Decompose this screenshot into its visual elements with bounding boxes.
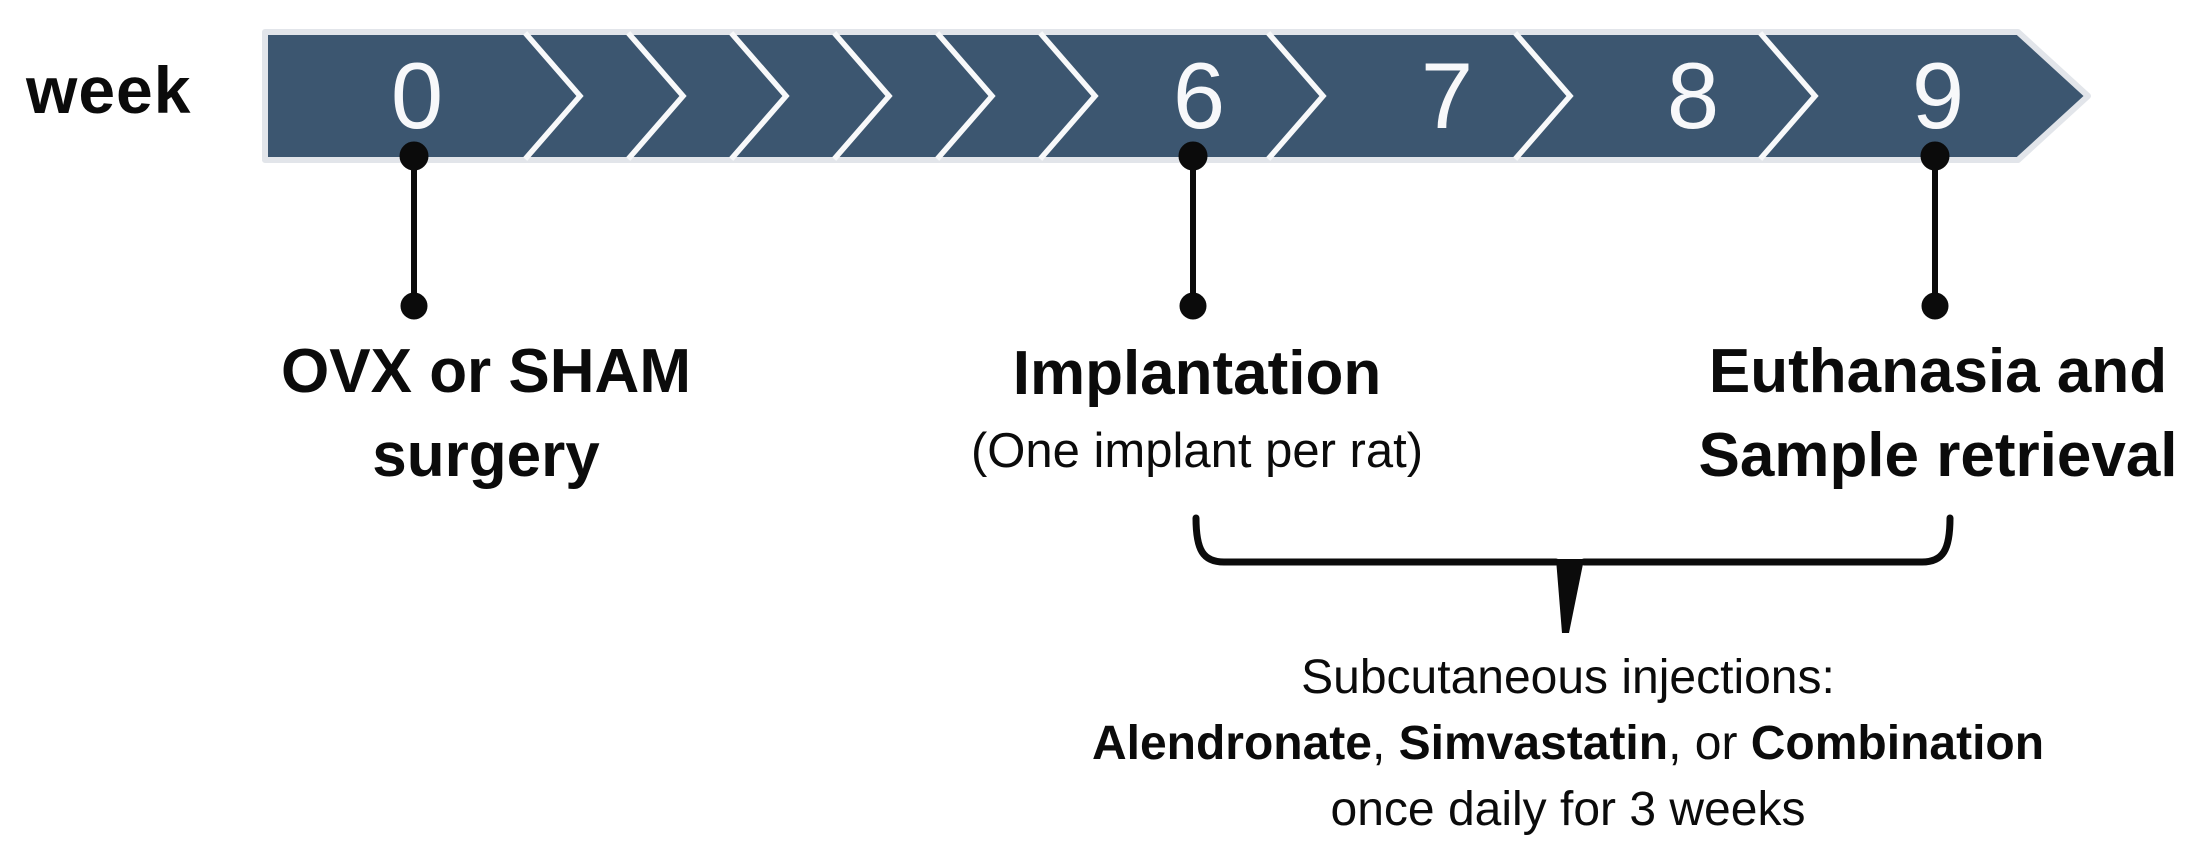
event-title: Implantation xyxy=(1012,339,1382,408)
chevron-separator-icon xyxy=(1513,31,1574,161)
connector-dot xyxy=(1179,292,1207,320)
drug-combination: Combination xyxy=(1750,717,2045,770)
event-subtitle: (One implant per rat) xyxy=(970,424,1424,478)
injection-note: Subcutaneous injections: Alendronate, Si… xyxy=(1092,645,2044,843)
chevron-separator-icon xyxy=(729,31,790,161)
chevron-separator-icon xyxy=(832,31,893,161)
injection-note-line1: Subcutaneous injections: xyxy=(1301,651,1835,704)
week-number-6: 6 xyxy=(1172,43,1226,148)
event-label-euthanasia: Euthanasia and Sample retrieval xyxy=(1698,330,2177,498)
chevron-separator-icon xyxy=(935,31,996,161)
drug-alendronate: Alendronate xyxy=(1091,717,1372,770)
event-label-implantation: Implantation (One implant per rat) xyxy=(971,332,1423,486)
connector-week-9 xyxy=(1920,141,1950,320)
chevron-separator-icon xyxy=(1038,31,1099,161)
week-number-7: 7 xyxy=(1420,43,1474,148)
connector-dot xyxy=(1921,292,1949,320)
week-number-8: 8 xyxy=(1666,43,1720,148)
week-number-9: 9 xyxy=(1911,43,1965,148)
event-title: OVX or SHAM xyxy=(281,337,691,406)
connector-week-6 xyxy=(1178,141,1208,320)
injection-period-brace xyxy=(1192,514,1954,633)
event-title: Sample retrieval xyxy=(1698,421,2178,490)
timeline-arrow-bar xyxy=(262,29,2091,163)
injection-note-line3: once daily for 3 weeks xyxy=(1330,783,1806,836)
connector-week-0 xyxy=(399,141,429,320)
chevron-separator-icon xyxy=(523,31,584,161)
event-title: surgery xyxy=(372,421,600,490)
drug-simvastatin: Simvastatin xyxy=(1398,717,1669,770)
chevron-separator-icon xyxy=(626,31,687,161)
event-label-surgery: OVX or SHAM surgery xyxy=(281,330,691,498)
week-axis-label: week xyxy=(26,53,192,127)
week-number-0: 0 xyxy=(390,43,444,148)
event-title: Euthanasia and xyxy=(1708,337,2168,406)
injection-note-line2: Alendronate, Simvastatin, or Combination xyxy=(1091,717,2045,770)
chevron-separator-icon xyxy=(1266,31,1327,161)
connector-dot xyxy=(400,292,428,320)
chevron-separator-icon xyxy=(1758,31,1819,161)
